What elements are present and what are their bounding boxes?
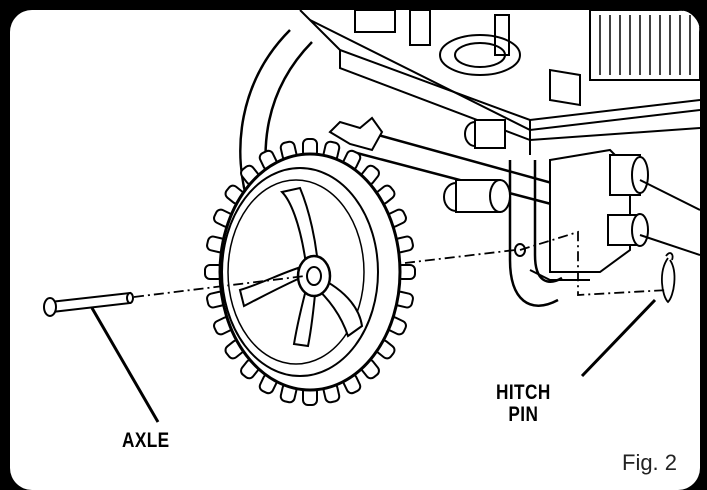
handle-knob bbox=[328, 116, 511, 213]
hitch-pin-label-line1: HITCH bbox=[496, 381, 551, 404]
leader-lines bbox=[90, 298, 657, 423]
diagram-panel: AXLE HITCH PIN Fig. 2 bbox=[10, 10, 700, 490]
engine-housing bbox=[299, 10, 700, 155]
hitch-pin bbox=[661, 252, 676, 304]
wheel-assembly-illustration bbox=[43, 10, 700, 423]
axle-bracket bbox=[514, 148, 700, 281]
axle-pin bbox=[43, 291, 134, 317]
hitch-pin-label-line2: PIN bbox=[508, 403, 539, 426]
hitch-pin-label: HITCH PIN bbox=[496, 382, 551, 426]
wheel bbox=[204, 138, 416, 406]
figure-number: Fig. 2 bbox=[622, 450, 678, 475]
axle-label: AXLE bbox=[122, 429, 170, 452]
assembly-guide-lines bbox=[133, 230, 669, 298]
